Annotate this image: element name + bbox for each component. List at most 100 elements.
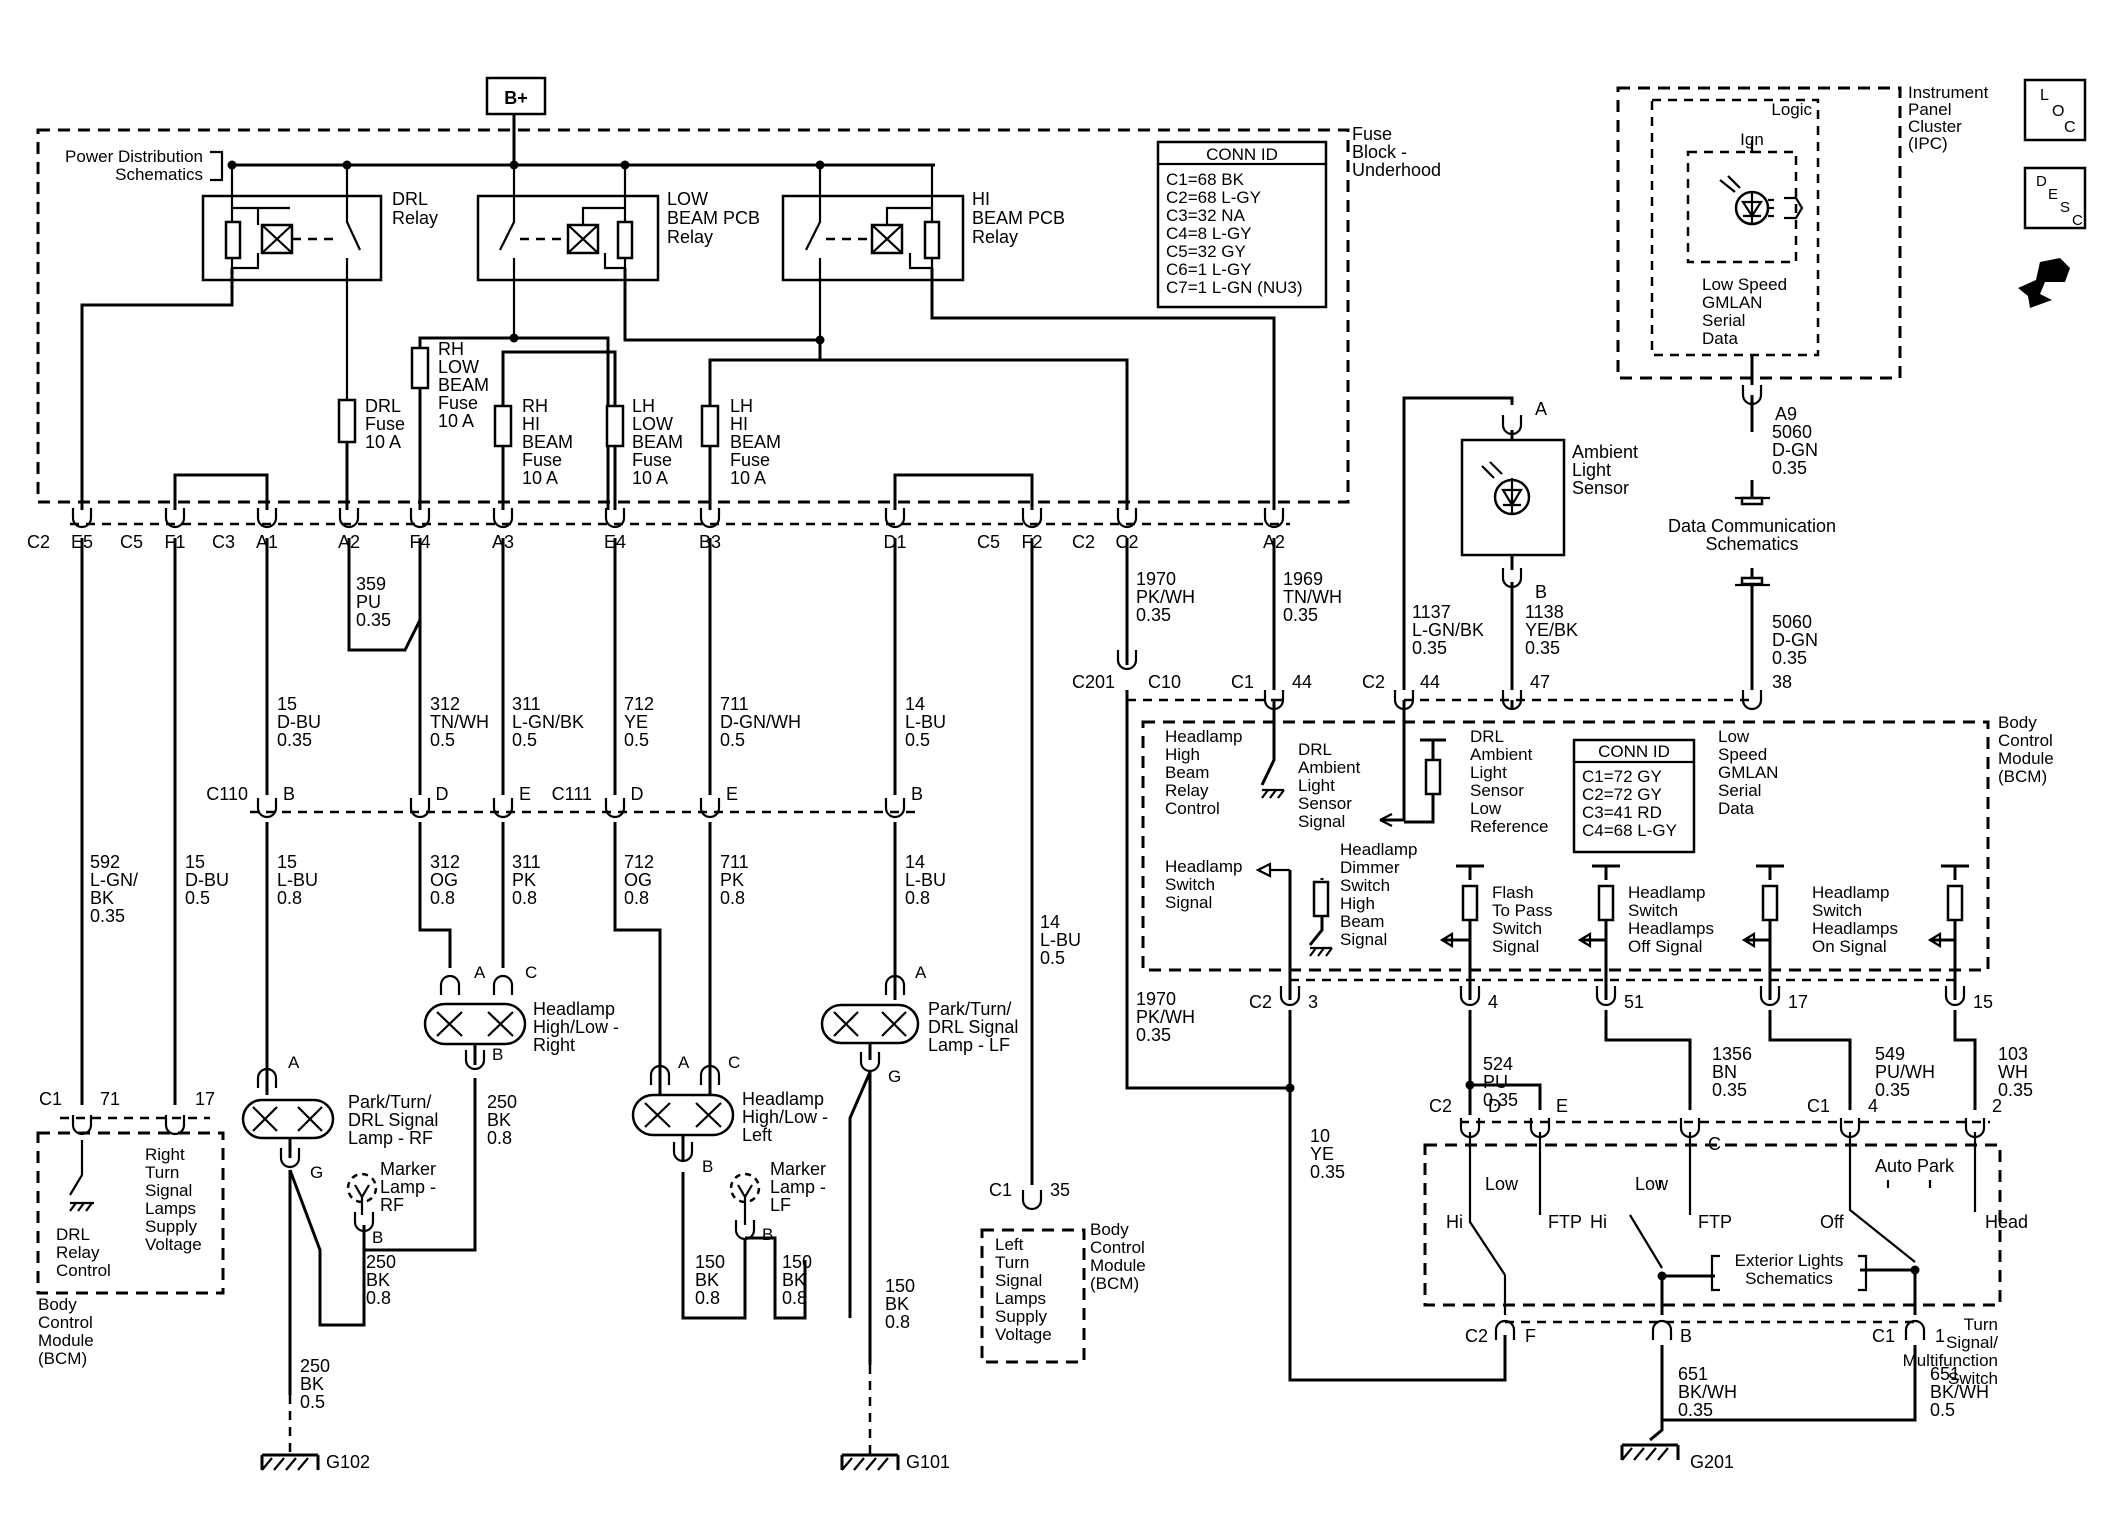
headlamp-left-label: High/Low - — [742, 1107, 828, 1127]
wire-label: 0.5 — [300, 1392, 325, 1412]
ipc-title: Instrument — [1908, 83, 1989, 102]
lamp-pin — [439, 974, 461, 995]
fuse-block-conn-label: C5 — [977, 532, 1000, 552]
left-turn-supply-label: Voltage — [995, 1325, 1052, 1344]
ts-top-pin-label: D — [1488, 1096, 1501, 1116]
c110-label: C110 — [206, 784, 248, 804]
wire-label: D-BU — [277, 712, 321, 732]
wire-label: 1138 — [1525, 602, 1564, 622]
bcm-bottom-pin — [1459, 986, 1481, 1007]
c111-pin-label: E — [726, 784, 738, 804]
wire-label: 0.5 — [185, 888, 210, 908]
hi-beam-relay-label: BEAM PCB — [972, 208, 1065, 228]
c111-pin — [699, 798, 721, 819]
wire-label: 312 — [430, 694, 460, 714]
lh-low-beam-fuse-label: 10 A — [632, 468, 668, 488]
conn-id-row: C6=1 L-GY — [1166, 260, 1252, 279]
ipc-title: (IPC) — [1908, 134, 1948, 153]
wire-label: 549 — [1875, 1044, 1905, 1064]
bcm-top-pin — [1393, 690, 1415, 711]
conn-id-row: C3=32 NA — [1166, 206, 1246, 225]
c111-pin — [884, 798, 906, 819]
wire-label: 0.8 — [782, 1288, 807, 1308]
wire-label: 150 — [782, 1252, 812, 1272]
left-turn-supply-label: Signal — [995, 1271, 1042, 1290]
fuse-block-frame — [36, 128, 1350, 504]
fuse-block-pin — [1021, 508, 1043, 529]
bcm-bottom-pin — [1759, 986, 1781, 1007]
park-lf-label: DRL Signal — [928, 1017, 1018, 1037]
wire-label: BK — [782, 1270, 806, 1290]
ts-top-pin — [1459, 1118, 1481, 1139]
wire-label: 0.8 — [512, 888, 537, 908]
ts-top-pin — [1679, 1118, 1701, 1139]
ts-hi2: Hi — [1590, 1212, 1607, 1232]
fuse-block-conn-label: C3 — [212, 532, 235, 552]
fuse-block-pin — [699, 508, 721, 529]
fuse-block-pin — [604, 508, 626, 529]
left-turn-supply-label: Supply — [995, 1307, 1047, 1326]
wire-label: BK — [487, 1110, 511, 1130]
low-beam-relay-label: Relay — [667, 227, 713, 247]
c110-pin-label: B — [283, 784, 295, 804]
drl-relay-control-label: Relay — [56, 1243, 100, 1262]
ts-top-pin-label: 2 — [1992, 1096, 2002, 1116]
fuse-block-pin-label: A3 — [492, 532, 514, 552]
wire-label: 0.35 — [90, 906, 125, 926]
bcm-left-pin-label: 71 — [100, 1089, 120, 1109]
marker-rf-label: Lamp - — [380, 1177, 436, 1197]
wire-label: WH — [1998, 1062, 2028, 1082]
bcm-mid-title: (BCM) — [1090, 1274, 1139, 1293]
bcm-right-title: Module — [1998, 749, 2054, 768]
wire-label: 1970 — [1136, 989, 1176, 1009]
wire-label: 250 — [300, 1356, 330, 1376]
wire-label: 14 — [1040, 912, 1060, 932]
bcm-conn-id-row: C3=41 RD — [1582, 803, 1662, 822]
bcm-bottom-pin-label: 17 — [1788, 992, 1808, 1012]
turn-switch-title: Multifunction — [1903, 1351, 1998, 1370]
wiring-lines — [36, 76, 2087, 1471]
wire-label: 0.5 — [720, 730, 745, 750]
exterior-lights-ref: Exterior Lights — [1735, 1251, 1844, 1270]
wire-label: 0.8 — [720, 888, 745, 908]
bcm-top-pin — [1741, 690, 1763, 711]
bcm-hb-relay-label: Relay — [1165, 781, 1209, 800]
lamp-pin — [734, 1220, 756, 1241]
c201-label: C201 — [1072, 672, 1115, 692]
ts-top-conn-c2: C2 — [1429, 1096, 1452, 1116]
wire-label: 0.8 — [430, 888, 455, 908]
bcm-right-title: Control — [1998, 731, 2053, 750]
ambient-pin-a — [1501, 415, 1523, 436]
wire-label: L-BU — [1040, 930, 1081, 950]
bcm-hl-dimmer-label: Dimmer — [1340, 858, 1400, 877]
wire-label: BK — [885, 1294, 909, 1314]
ipc-title: Cluster — [1908, 117, 1962, 136]
rh-low-beam-fuse-label: 10 A — [438, 411, 474, 431]
right-turn-supply-label: Lamps — [145, 1199, 196, 1218]
bcm-hl-dimmer-label: Switch — [1340, 876, 1390, 895]
bcm-hl-off-label: Switch — [1628, 901, 1678, 920]
wire-label: L-GN/ — [90, 870, 138, 890]
ground-g102-label: G102 — [326, 1452, 370, 1472]
ipc-gmlan-label: Low Speed — [1702, 275, 1787, 294]
park-lf-label: Lamp - LF — [928, 1035, 1010, 1055]
wire-label: 0.35 — [1875, 1080, 1910, 1100]
ambient-light-sensor-label: Sensor — [1572, 478, 1629, 498]
wire-label: OG — [430, 870, 458, 890]
lamp-pin — [492, 974, 514, 995]
wire-label: 524 — [1483, 1054, 1513, 1074]
bcm-hl-on-label: On Signal — [1812, 937, 1887, 956]
pin-label: B — [702, 1157, 713, 1176]
exterior-lights-ref: Schematics — [1745, 1269, 1833, 1288]
marker-lf-label: Lamp - — [770, 1177, 826, 1197]
ground-g201-label: G201 — [1690, 1452, 1734, 1472]
c111-label: C111 — [552, 784, 592, 804]
wire-label: 1969 — [1283, 569, 1323, 589]
bcm-hl-dimmer-label: Headlamp — [1340, 840, 1418, 859]
c10-label: C10 — [1148, 672, 1181, 692]
power-distribution-ref: Schematics — [115, 165, 203, 184]
bcm-hl-switch-signal-label: Headlamp — [1165, 857, 1243, 876]
wire-label: 5060 — [1772, 422, 1812, 442]
bcm-hl-off-label: Headlamp — [1628, 883, 1706, 902]
ground-g101-label: G101 — [906, 1452, 950, 1472]
